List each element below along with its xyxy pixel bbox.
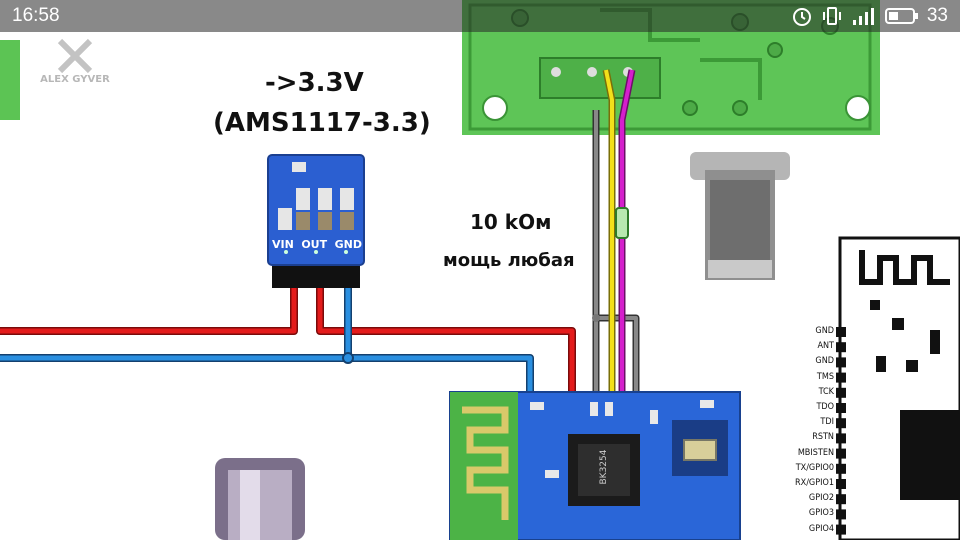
- pinout-label: TX/GPIO0: [795, 462, 834, 473]
- pin-gnd-label: GND: [334, 238, 362, 251]
- pinout-label: RSTN: [812, 432, 834, 443]
- regulator-title-line2: (AMS1117-3.3): [213, 108, 431, 138]
- bt-chip-text: BK3254: [599, 449, 609, 485]
- bluetooth-module: [449, 391, 741, 541]
- status-time: 16:58: [12, 5, 60, 26]
- edge-pcb: [0, 40, 20, 120]
- potentiometer-knob: [690, 152, 790, 280]
- ams1117-module: [267, 154, 365, 288]
- battery-percent: 33: [926, 5, 948, 26]
- pinout-label: TDI: [820, 417, 834, 428]
- battery-icon: [884, 8, 918, 24]
- pin-pad: [836, 342, 846, 353]
- status-icons: 33: [791, 5, 948, 27]
- pinout-label: GND: [815, 326, 834, 336]
- pinout-label: TDO: [816, 402, 834, 412]
- pin-pad: [836, 463, 846, 474]
- pin-pad: [836, 327, 846, 337]
- alarm-icon: [792, 8, 811, 26]
- pin-out-label: OUT: [301, 238, 328, 251]
- pin-pad: [836, 509, 846, 520]
- pin-pad: [836, 479, 846, 489]
- wrench-icon: [57, 38, 93, 74]
- pinout-label: GPIO2: [808, 493, 834, 504]
- pin-pad: [836, 357, 846, 368]
- regulator-title-line1: ->3.3V: [265, 68, 364, 98]
- vibrate-icon: [822, 7, 841, 25]
- pin-pad: [836, 403, 846, 413]
- pin-pad: [836, 494, 846, 505]
- pinout-label: TCK: [818, 386, 834, 397]
- pinout-label: GND: [815, 356, 834, 367]
- signal-icon: [852, 8, 874, 25]
- pin-vin-label: VIN: [272, 238, 294, 251]
- pinout-label: GPIO3: [808, 508, 834, 519]
- resistor-note: мощь любая: [443, 250, 575, 271]
- pin-pad: [836, 433, 846, 444]
- pin-pad: [836, 372, 846, 383]
- resistor-value: 10 kOм: [470, 210, 552, 234]
- wires: [0, 69, 640, 400]
- barrel-jack: [215, 458, 305, 540]
- pin-pad: [836, 418, 846, 429]
- pin-pad: [836, 524, 846, 535]
- bt-pinout-diagram: [836, 236, 960, 542]
- pin-pad: [836, 387, 846, 398]
- watermark-text: ALEX GYVER: [40, 74, 110, 85]
- watermark-logo: ALEX GYVER: [30, 36, 120, 90]
- pinout-label: MBISTEN: [797, 447, 834, 458]
- regulator-pin-labels: VIN OUT GND: [272, 238, 362, 251]
- pinout-label: RX/GPIO1: [795, 478, 834, 488]
- pinout-label: GPIO4: [808, 523, 834, 534]
- status-bar: 16:58 33: [0, 0, 960, 32]
- pin-pad: [836, 448, 846, 459]
- pinout-label: TMS: [816, 371, 834, 382]
- pinout-label: ANT: [817, 341, 834, 352]
